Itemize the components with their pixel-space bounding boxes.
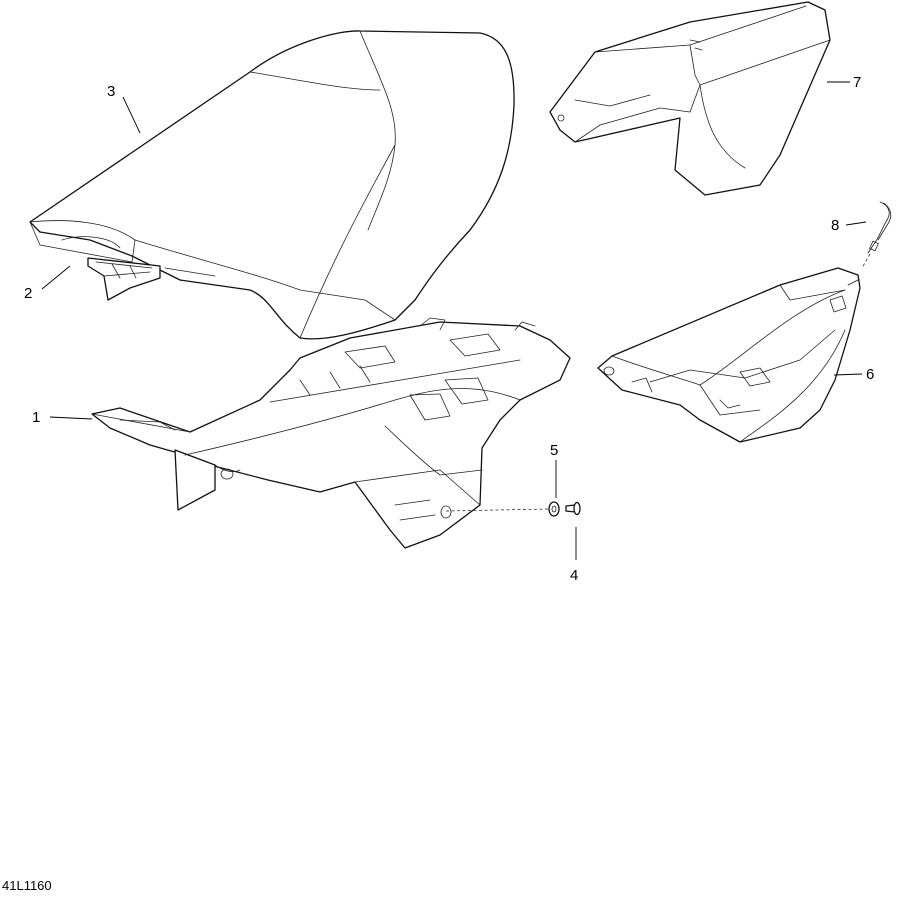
screw [565, 501, 581, 516]
storage-tray [597, 267, 861, 443]
callout-1: 1 [32, 409, 40, 426]
seat-cushion [29, 30, 515, 340]
latch-cable [861, 201, 892, 269]
callout-2: 2 [24, 285, 32, 302]
callout-7: 7 [853, 74, 861, 91]
rear-cover [549, 1, 831, 196]
washer [548, 501, 560, 517]
assembly-line [445, 508, 550, 512]
callout-6: 6 [866, 366, 874, 383]
seat-base [91, 317, 571, 549]
seat-latch-area [87, 257, 161, 301]
callout-4: 4 [570, 567, 578, 584]
leader-lines [41, 81, 867, 560]
callout-8: 8 [831, 217, 839, 234]
callout-3: 3 [107, 83, 115, 100]
callout-5: 5 [550, 442, 558, 459]
callout-labels: 3 2 1 5 4 6 7 8 [24, 74, 874, 584]
diagram-code: 41L1160 [2, 878, 52, 893]
